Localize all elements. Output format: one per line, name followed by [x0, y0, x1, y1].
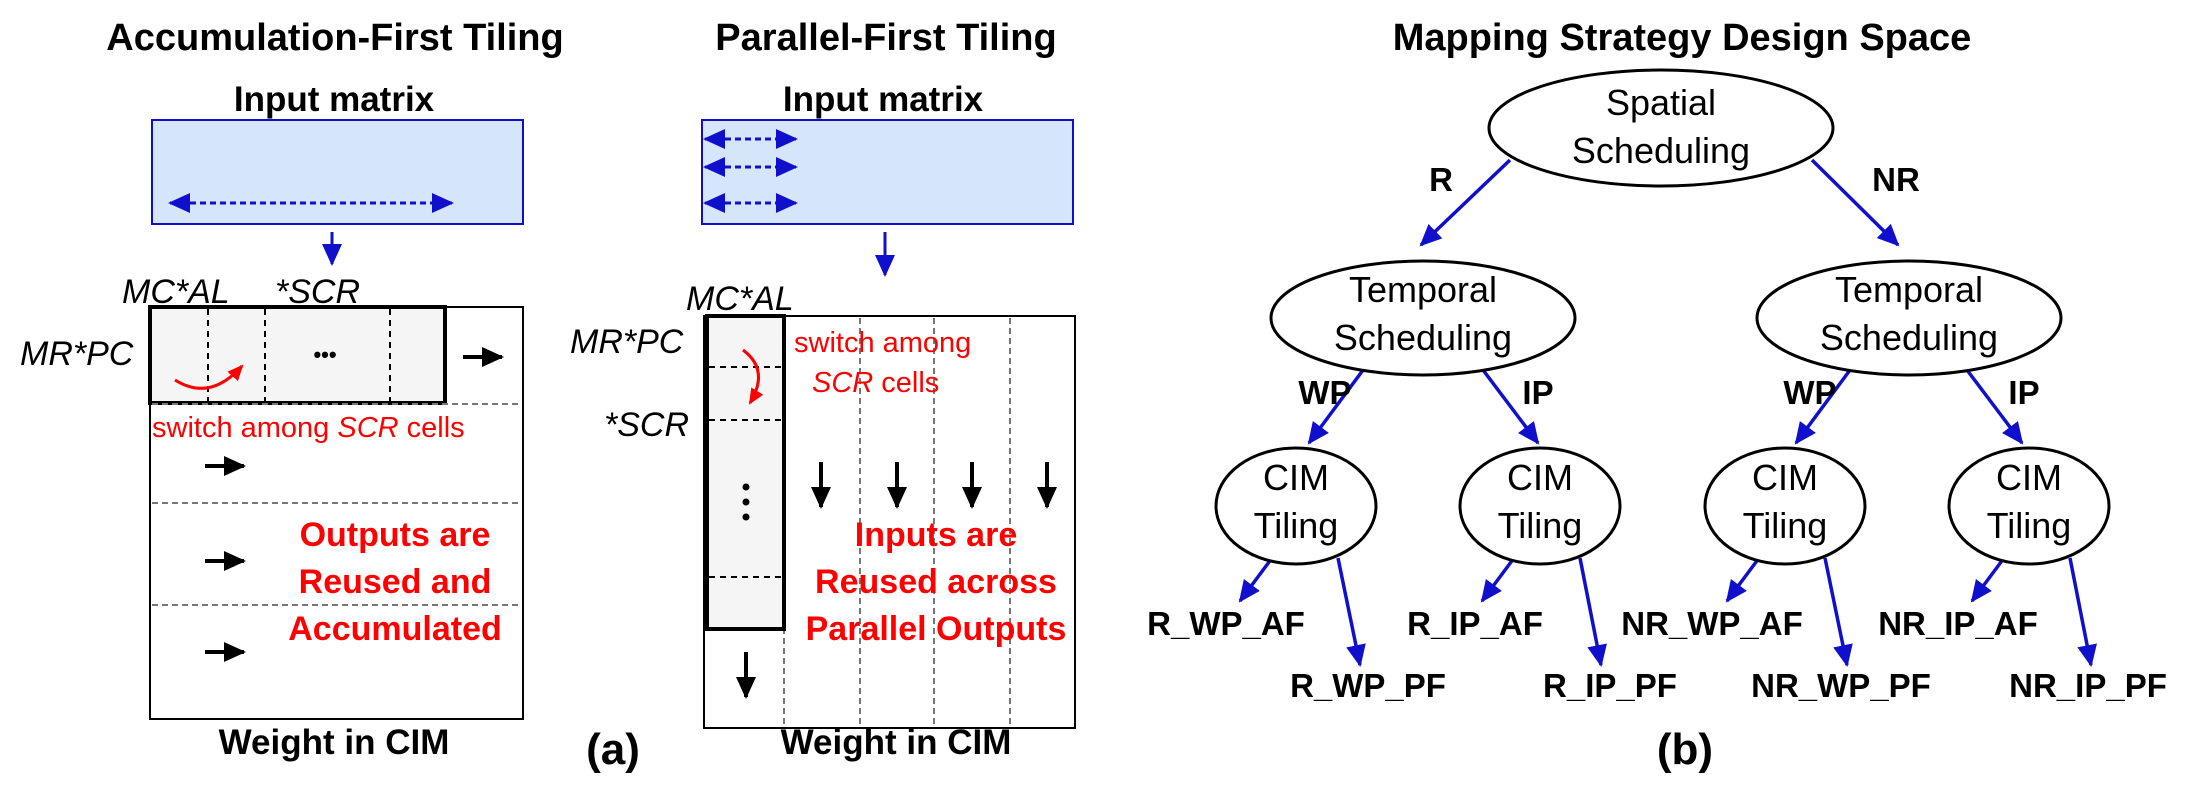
af-weight-label: Weight in CIM: [219, 723, 450, 762]
accumulation-first-title: Accumulation-First Tiling: [106, 17, 563, 59]
svg-text:Tiling: Tiling: [1254, 505, 1339, 546]
pf-dim-mrpc: MR*PC: [570, 323, 684, 361]
leaf-nr-ip-af: NR_IP_AF: [1878, 605, 2038, 642]
pf-ellipsis-dot: [742, 498, 750, 506]
svg-text:CIM: CIM: [1996, 457, 2062, 498]
svg-text:Temporal: Temporal: [1349, 269, 1497, 310]
temporal-scheduling-node-r: [1269, 259, 1577, 377]
pf-switch-arrow: [742, 348, 764, 405]
pf-ellipsis-dot: [742, 513, 750, 521]
leaf-r-wp-pf: R_WP_PF: [1290, 667, 1446, 704]
panel-a-label: (a): [586, 725, 640, 774]
temporal-scheduling-node-nr: [1755, 259, 2063, 377]
pf-active-column: [705, 314, 786, 631]
leaf-nr-ip-pf: NR_IP_PF: [2009, 667, 2167, 704]
cim-tiling-node-nr-wp: [1703, 446, 1867, 566]
af-dim-mcal: MC*AL: [122, 273, 230, 311]
svg-text:Tiling: Tiling: [1498, 505, 1583, 546]
svg-text:Spatial: Spatial: [1606, 82, 1716, 123]
af-ellipsis: •••: [313, 342, 336, 367]
pf-dim-mcal: MC*AL: [686, 280, 794, 318]
pf-dim-scr: *SCR: [604, 406, 689, 444]
edge-label-nr: NR: [1872, 161, 1920, 198]
leaf-nr-wp-pf: NR_WP_PF: [1751, 667, 1931, 704]
cim-tiling-node-r-wp: [1214, 446, 1378, 566]
pf-input-matrix: [701, 119, 1074, 225]
edge-label-wp: WP: [1298, 374, 1351, 411]
svg-text:Temporal: Temporal: [1835, 269, 1983, 310]
af-outputs-line-3: Accumulated: [288, 610, 502, 648]
pf-switch-line-1: switch among: [794, 327, 971, 359]
spatial-scheduling-node: [1487, 68, 1835, 188]
af-dim-mrpc: MR*PC: [20, 335, 134, 373]
svg-text:Tiling: Tiling: [1743, 505, 1828, 546]
svg-text:CIM: CIM: [1752, 457, 1818, 498]
svg-text:Scheduling: Scheduling: [1820, 317, 1998, 358]
cim-tiling-node-r-ip: [1458, 446, 1622, 566]
leaf-r-ip-af: R_IP_AF: [1407, 605, 1543, 642]
pf-inputs-line-3: Parallel Outputs: [806, 610, 1067, 648]
leaf-nr-wp-af: NR_WP_AF: [1621, 605, 1803, 642]
svg-text:Tiling: Tiling: [1987, 505, 2072, 546]
design-space-title: Mapping Strategy Design Space: [1393, 17, 1972, 59]
panel-b-label: (b): [1657, 725, 1713, 774]
parallel-first-section: Parallel-First Tiling Input matrix MC*AL…: [570, 17, 1076, 762]
edge-label-ip: IP: [2008, 374, 2039, 411]
af-input-matrix: [151, 119, 524, 225]
pf-inputs-line-1: Inputs are: [855, 516, 1017, 554]
svg-text:Scheduling: Scheduling: [1334, 317, 1512, 358]
pf-ellipsis-dot: [742, 483, 750, 491]
cim-tiling-node-nr-ip: [1947, 446, 2111, 566]
design-space-tree: Mapping Strategy Design Space Spatial Sc…: [1147, 17, 2167, 704]
svg-text:CIM: CIM: [1507, 457, 1573, 498]
af-outputs-line-2: Reused and: [299, 563, 492, 601]
leaf-r-wp-af: R_WP_AF: [1147, 605, 1305, 642]
af-input-matrix-label: Input matrix: [234, 80, 435, 119]
pf-inputs-line-2: Reused across: [815, 563, 1057, 601]
edge-label-ip: IP: [1522, 374, 1553, 411]
af-outputs-line-1: Outputs are: [300, 516, 491, 554]
pf-weight-label: Weight in CIM: [781, 723, 1012, 762]
af-switch-arrow: [174, 364, 244, 390]
pf-input-matrix-label: Input matrix: [783, 80, 984, 119]
edge-label-wp: WP: [1783, 374, 1836, 411]
svg-text:Scheduling: Scheduling: [1572, 130, 1750, 171]
leaf-r-ip-pf: R_IP_PF: [1543, 667, 1677, 704]
af-dim-scr: *SCR: [275, 273, 360, 311]
edge-label-r: R: [1429, 161, 1453, 198]
accumulation-first-section: Accumulation-First Tiling Input matrix M…: [20, 17, 564, 762]
pf-switch-line-2: SCR cells: [812, 367, 939, 399]
parallel-first-title: Parallel-First Tiling: [715, 17, 1056, 59]
af-switch-note: switch among SCR cells: [152, 412, 465, 444]
svg-text:CIM: CIM: [1263, 457, 1329, 498]
